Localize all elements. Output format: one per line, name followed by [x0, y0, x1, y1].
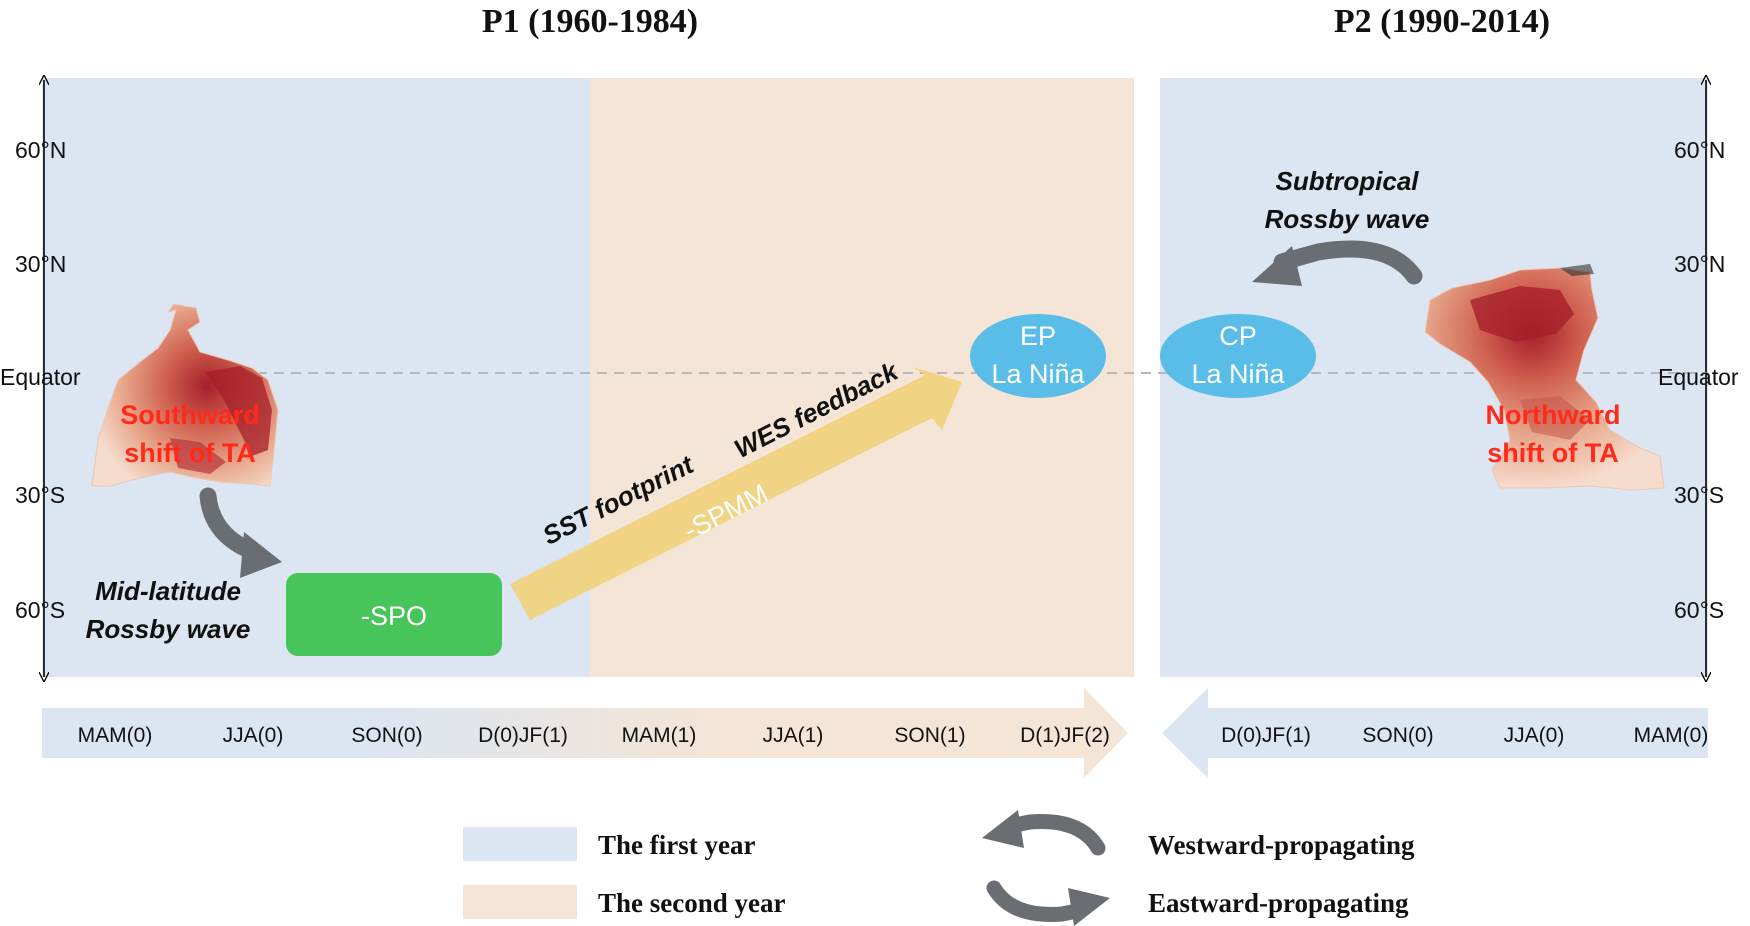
subtrop-arrow-head — [1252, 246, 1302, 286]
ep-lanina-ellipse — [970, 314, 1106, 398]
timeline-arrow-right — [1162, 688, 1708, 778]
legend-eastward: Eastward-propagating — [1148, 888, 1409, 918]
subtrop-curved-arrow — [1273, 240, 1423, 285]
midlat-arrow-head — [240, 532, 282, 578]
legend-second-year: The second year — [598, 888, 786, 918]
timeline-left-2: JJA(0) — [223, 724, 284, 747]
lat-60s-left: 60°S — [15, 597, 65, 623]
spmm-arrow — [510, 367, 962, 620]
legend-westward-arrow — [982, 810, 1106, 856]
cp-lanina-ellipse — [1160, 314, 1316, 398]
timeline-left-6: JJA(1) — [763, 724, 824, 747]
timeline-left-8: D(1)JF(2) — [1020, 724, 1110, 747]
lat-60n-left: 60°N — [15, 137, 66, 163]
timeline-right-2: SON(0) — [1362, 724, 1433, 747]
legend-eastward-arrow — [986, 880, 1110, 926]
legend-westward: Westward-propagating — [1148, 830, 1415, 860]
title-p1: P1 (1960-1984) — [482, 3, 698, 40]
lat-60s-right: 60°S — [1674, 597, 1724, 623]
timeline-right-3: JJA(0) — [1504, 724, 1565, 747]
timeline-left-4: D(0)JF(1) — [478, 724, 568, 747]
legend-first-year: The first year — [598, 830, 755, 860]
lat-equator-left: Equator — [0, 364, 81, 390]
legend-swatch-first-year — [463, 827, 577, 861]
legend-swatch-second-year — [463, 885, 577, 919]
timeline-right-1: D(0)JF(1) — [1221, 724, 1311, 747]
lat-30n-right: 30°N — [1674, 251, 1725, 277]
timeline-left-1: MAM(0) — [78, 724, 153, 747]
title-p2: P2 (1990-2014) — [1334, 3, 1550, 40]
timeline-left-5: MAM(1) — [622, 724, 697, 747]
lat-equator-right: Equator — [1658, 364, 1739, 390]
timeline-right-4: MAM(0) — [1634, 724, 1709, 747]
timeline-left-7: SON(1) — [894, 724, 965, 747]
lat-60n-right: 60°N — [1674, 137, 1725, 163]
timeline-arrow-left — [42, 688, 1128, 778]
lat-30s-right: 30°S — [1674, 482, 1724, 508]
spo-box — [286, 573, 502, 656]
timeline-left-3: SON(0) — [351, 724, 422, 747]
lat-30n-left: 30°N — [15, 251, 66, 277]
lat-30s-left: 30°S — [15, 482, 65, 508]
spo-label: -SPO — [361, 601, 427, 631]
